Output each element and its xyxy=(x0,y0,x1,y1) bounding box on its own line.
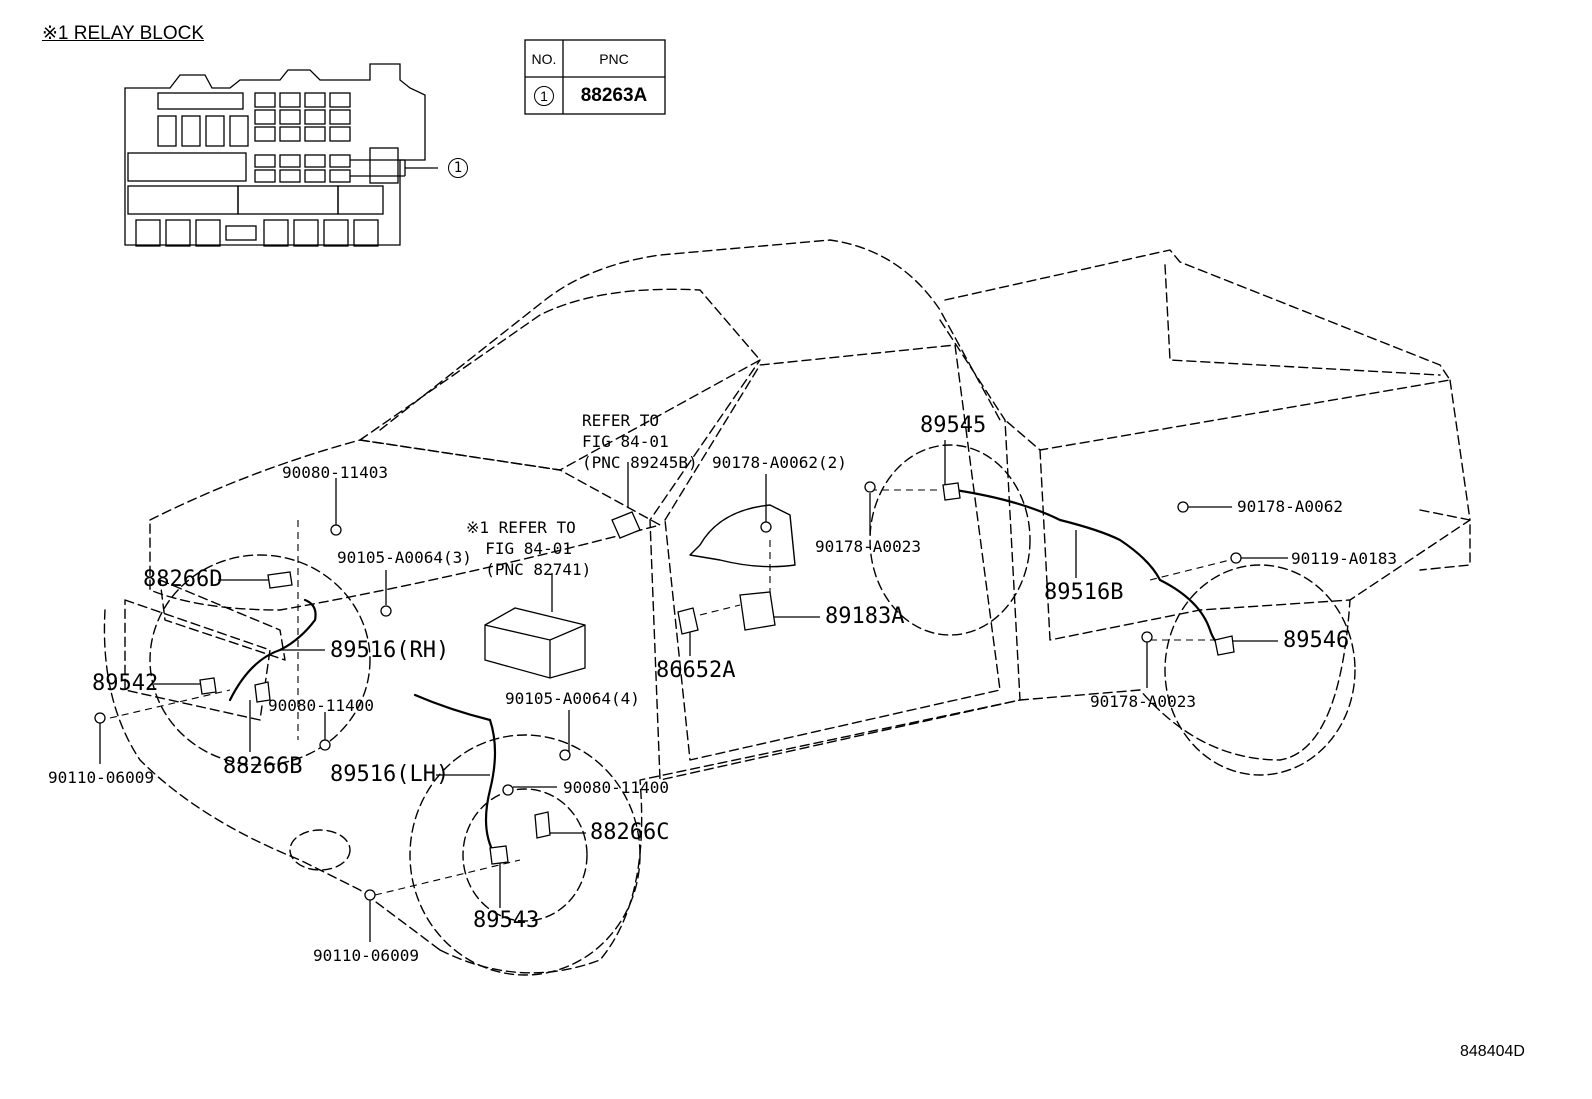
pnc-header-no: NO. xyxy=(531,50,557,67)
refer-to-note-actuator: ※1 REFER TO FIG 84-01 (PNC 82741) xyxy=(466,518,592,579)
truck-grille xyxy=(124,599,271,721)
door-outline xyxy=(664,344,1001,761)
truck-cab-side xyxy=(649,319,1021,781)
speed-sensor-rear-lh xyxy=(1214,635,1235,656)
part-label-89183a: 89183A xyxy=(825,604,905,629)
part-label-90178-a0023-lower: 90178-A0023 xyxy=(1090,692,1196,711)
speed-sensor-rear-rh xyxy=(942,482,961,501)
clip xyxy=(94,712,106,724)
pnc-table-grid xyxy=(524,39,666,115)
part-label-90110-06009-lh: 90110-06009 xyxy=(313,946,419,965)
truck-bed-inner xyxy=(1164,264,1441,376)
clip xyxy=(380,605,392,617)
truck-windshield xyxy=(359,288,761,471)
speed-sensor-front-rh xyxy=(199,677,217,695)
relay-callout-number: 1 xyxy=(448,158,468,178)
part-label-88266b: 88266B xyxy=(223,754,303,779)
sensor-harness-lh xyxy=(413,693,497,857)
rear-wheel-left xyxy=(1164,564,1356,776)
relay-block-drawing xyxy=(124,63,426,247)
part-label-90080-11400-lh: 90080-11400 xyxy=(563,778,669,797)
speed-sensor-front-lh xyxy=(489,845,509,865)
sensor-harness-rear xyxy=(953,488,1227,650)
clip xyxy=(559,749,571,761)
part-label-90105-a0064-3: 90105-A0064(3) xyxy=(337,548,472,567)
part-label-89542: 89542 xyxy=(92,671,159,696)
part-label-89545: 89545 xyxy=(920,413,987,438)
part-label-86652a: 86652A xyxy=(656,658,736,683)
pnc-row-number: 1 xyxy=(534,85,554,106)
part-label-90080-11403: 90080-11403 xyxy=(282,463,388,482)
truck-bed-top xyxy=(944,249,1451,451)
clip xyxy=(864,481,876,493)
truck-bumper-rear xyxy=(1419,509,1471,571)
clip xyxy=(1141,631,1153,643)
part-label-90105-a0064-4: 90105-A0064(4) xyxy=(505,689,640,708)
part-label-89543: 89543 xyxy=(473,908,540,933)
abs-actuator xyxy=(484,607,586,679)
sensor-harness-rh xyxy=(228,598,317,702)
bracket-88266d xyxy=(267,571,293,589)
truck-bed-side xyxy=(1039,379,1471,641)
part-label-90178-a0062-2: 90178-A0062(2) xyxy=(712,453,847,472)
part-label-88266c: 88266C xyxy=(590,820,670,845)
fog-lamp xyxy=(289,829,351,871)
part-label-90178-a0023-upper: 90178-A0023 xyxy=(815,537,921,556)
part-label-88266d: 88266D xyxy=(143,567,223,592)
bracket-88266b xyxy=(254,681,271,703)
part-label-90080-11400-front: 90080-11400 xyxy=(268,696,374,715)
part-label-90110-06009-front: 90110-06009 xyxy=(48,768,154,787)
steering-sensor xyxy=(611,511,641,539)
pnc-header-pnc: PNC xyxy=(599,50,629,67)
front-wheel-right xyxy=(149,554,371,766)
pnc-row-code: 88263A xyxy=(580,84,648,106)
sensor-module xyxy=(677,607,699,635)
pnc-row-number-cell: 1 xyxy=(525,77,563,114)
headlight xyxy=(159,579,286,661)
relay-block-title: ※1 RELAY BLOCK xyxy=(42,23,205,44)
refer-to-note-steering: REFER TO FIG 84-01 (PNC 89245B) xyxy=(582,411,698,472)
part-label-89546: 89546 xyxy=(1283,628,1350,653)
clip xyxy=(319,739,331,751)
clip xyxy=(364,889,376,901)
part-label-89516rh: 89516(RH) xyxy=(330,638,450,663)
part-label-89516lh: 89516(LH) xyxy=(330,762,450,787)
front-wheel-left-inner xyxy=(462,788,588,922)
clip xyxy=(1230,552,1242,564)
truck-front-fascia xyxy=(103,609,441,951)
side-mirror xyxy=(689,504,796,568)
part-label-90119-a0183: 90119-A0183 xyxy=(1291,549,1397,568)
part-label-89516b: 89516B xyxy=(1044,580,1124,605)
bracket-88266c xyxy=(534,811,551,839)
rear-wheel-right xyxy=(869,444,1031,636)
part-label-90178-a0062: 90178-A0062 xyxy=(1237,497,1343,516)
clip xyxy=(1177,501,1189,513)
clip xyxy=(330,524,342,536)
clip xyxy=(502,784,514,796)
figure-id: 848404D xyxy=(1460,1043,1525,1060)
clip xyxy=(760,521,772,533)
yaw-sensor xyxy=(739,591,776,631)
front-wheel-left xyxy=(409,734,641,976)
truck-roof-outline xyxy=(379,239,1001,431)
